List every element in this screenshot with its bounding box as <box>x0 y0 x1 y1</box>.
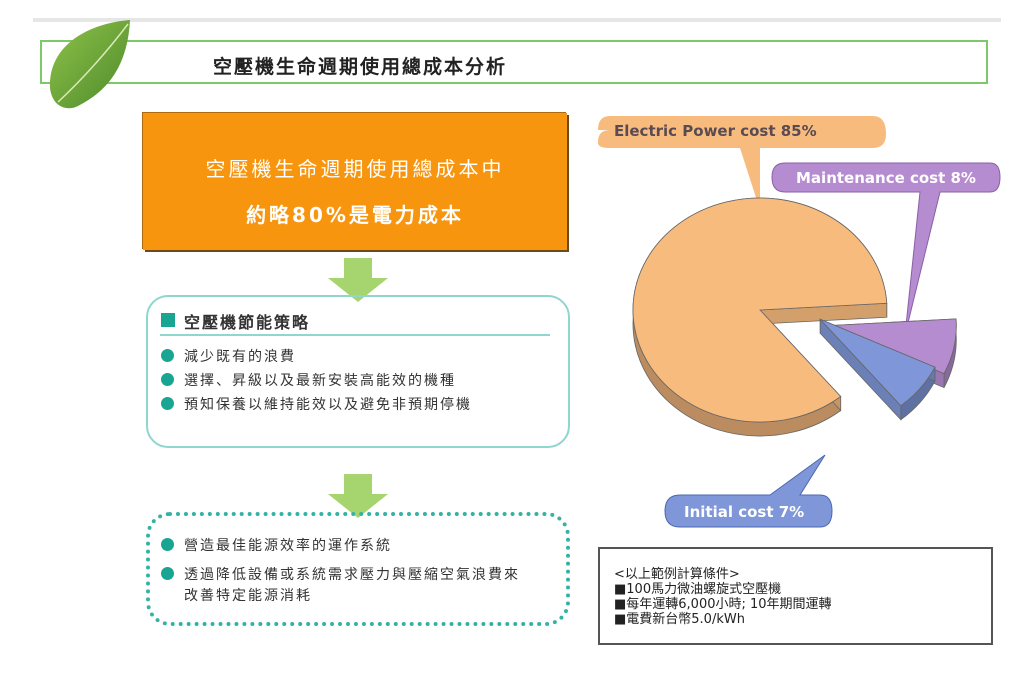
down-arrow-icon <box>328 474 388 518</box>
highlight-line-1: 空壓機生命週期使用總成本中 <box>205 157 505 181</box>
leaf-icon <box>49 20 130 109</box>
down-arrow-icon <box>328 258 388 302</box>
label-electric: Electric Power cost 85% <box>614 122 817 140</box>
pie-chart <box>598 116 1001 528</box>
callout-maintenance <box>771 162 1001 336</box>
page-title: 空壓機生命週期使用總成本分析 <box>213 56 508 78</box>
pie-slice-initial <box>819 318 936 407</box>
pie-slice-electric <box>632 197 888 423</box>
bullet-icon <box>161 538 174 551</box>
callout-electric <box>598 116 886 210</box>
strategy-box <box>146 295 570 448</box>
note-line: ■100馬力微油螺旋式空壓機 <box>614 582 782 597</box>
bullet-icon <box>161 373 174 386</box>
action-item-continued: 改善特定能源消耗 <box>184 588 312 604</box>
bullet-icon <box>161 567 174 580</box>
action-item: 透過降低設備或系統需求壓力與壓縮空氣浪費來 <box>161 564 520 584</box>
label-maintenance: Maintenance cost 8% <box>796 169 976 187</box>
actions-box <box>146 512 570 626</box>
calculation-conditions: <以上範例計算條件> ■100馬力微油螺旋式空壓機 ■每年運轉6,000小時; … <box>598 547 993 645</box>
pie-slice-maintenance <box>829 318 957 375</box>
note-line: ■電費新台幣5.0/kWh <box>614 612 745 627</box>
title-box <box>40 40 988 84</box>
highlight-box: 空壓機生命週期使用總成本中 約略80%是電力成本 <box>143 113 567 250</box>
bullet-icon <box>161 349 174 362</box>
note-line: ■每年運轉6,000小時; 10年期間運轉 <box>614 597 832 612</box>
highlight-line-2: 約略80%是電力成本 <box>246 203 464 227</box>
strategy-item: 預知保養以維持能效以及避免非預期停機 <box>161 394 472 414</box>
square-bullet-icon <box>161 313 175 327</box>
top-divider <box>33 18 1001 22</box>
label-initial: Initial cost 7% <box>684 503 805 521</box>
strategy-heading: 空壓機節能策略 <box>184 313 311 332</box>
heading-divider <box>160 334 550 336</box>
action-item: 營造最佳能源效率的運作系統 <box>161 535 392 555</box>
strategy-item: 選擇、昇級以及最新安裝高能效的機種 <box>161 370 456 390</box>
callout-initial <box>664 454 833 528</box>
bullet-icon <box>161 397 174 410</box>
strategy-item: 減少既有的浪費 <box>161 346 296 366</box>
note-heading: <以上範例計算條件> <box>614 567 740 582</box>
